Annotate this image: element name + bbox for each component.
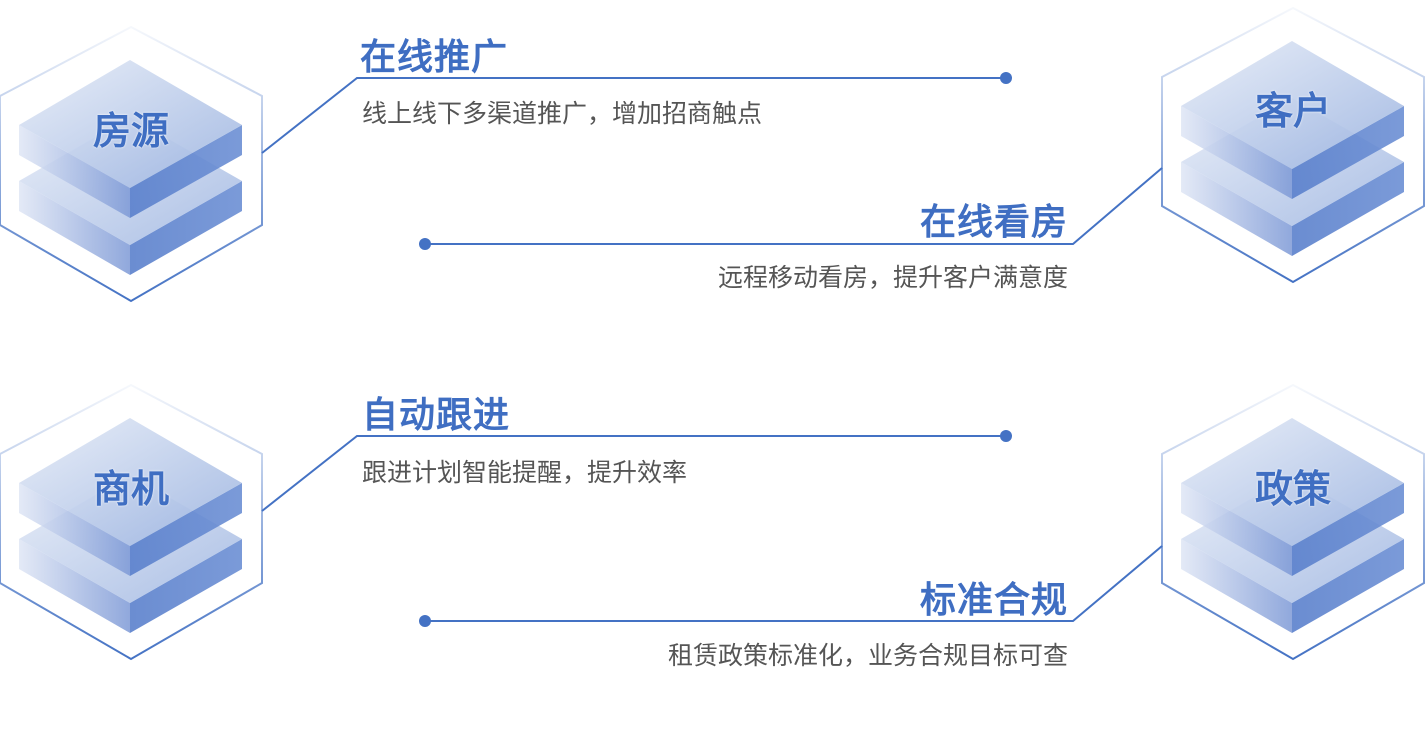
feature-desc-online-promotion: 线上线下多渠道推广，增加招商触点: [362, 99, 763, 128]
node-label-policy: 政策: [1254, 466, 1331, 511]
hexagon-node-opportunities: [0, 384, 263, 660]
feature-desc-compliance: 租赁政策标准化，业务合规目标可查: [667, 641, 1068, 670]
connector-dot: [419, 238, 431, 250]
connector-dot: [1000, 430, 1012, 442]
connector-line-1: [261, 77, 1006, 154]
connector-dot: [419, 615, 431, 627]
feature-desc-auto-followup: 跟进计划智能提醒，提升效率: [362, 458, 688, 487]
connector-dot: [1000, 72, 1012, 84]
connector-line-4: [425, 545, 1163, 622]
feature-title-online-promotion: 在线推广: [360, 37, 509, 78]
node-label-customers: 客户: [1254, 88, 1331, 133]
hexagon-node-customers: [1161, 7, 1425, 283]
feature-desc-online-viewing: 远程移动看房，提升客户满意度: [717, 263, 1068, 292]
connector-line-2: [425, 167, 1163, 245]
feature-title-online-viewing: 在线看房: [919, 202, 1068, 243]
node-label-opportunities: 商机: [92, 466, 169, 511]
feature-title-compliance: 标准合规: [919, 580, 1068, 621]
connector-line-3: [261, 435, 1006, 512]
hexagon-node-listings: [0, 26, 263, 302]
node-label-listings: 房源: [92, 108, 169, 153]
feature-title-auto-followup: 自动跟进: [362, 395, 511, 436]
hexagon-node-policy: [1161, 384, 1425, 660]
